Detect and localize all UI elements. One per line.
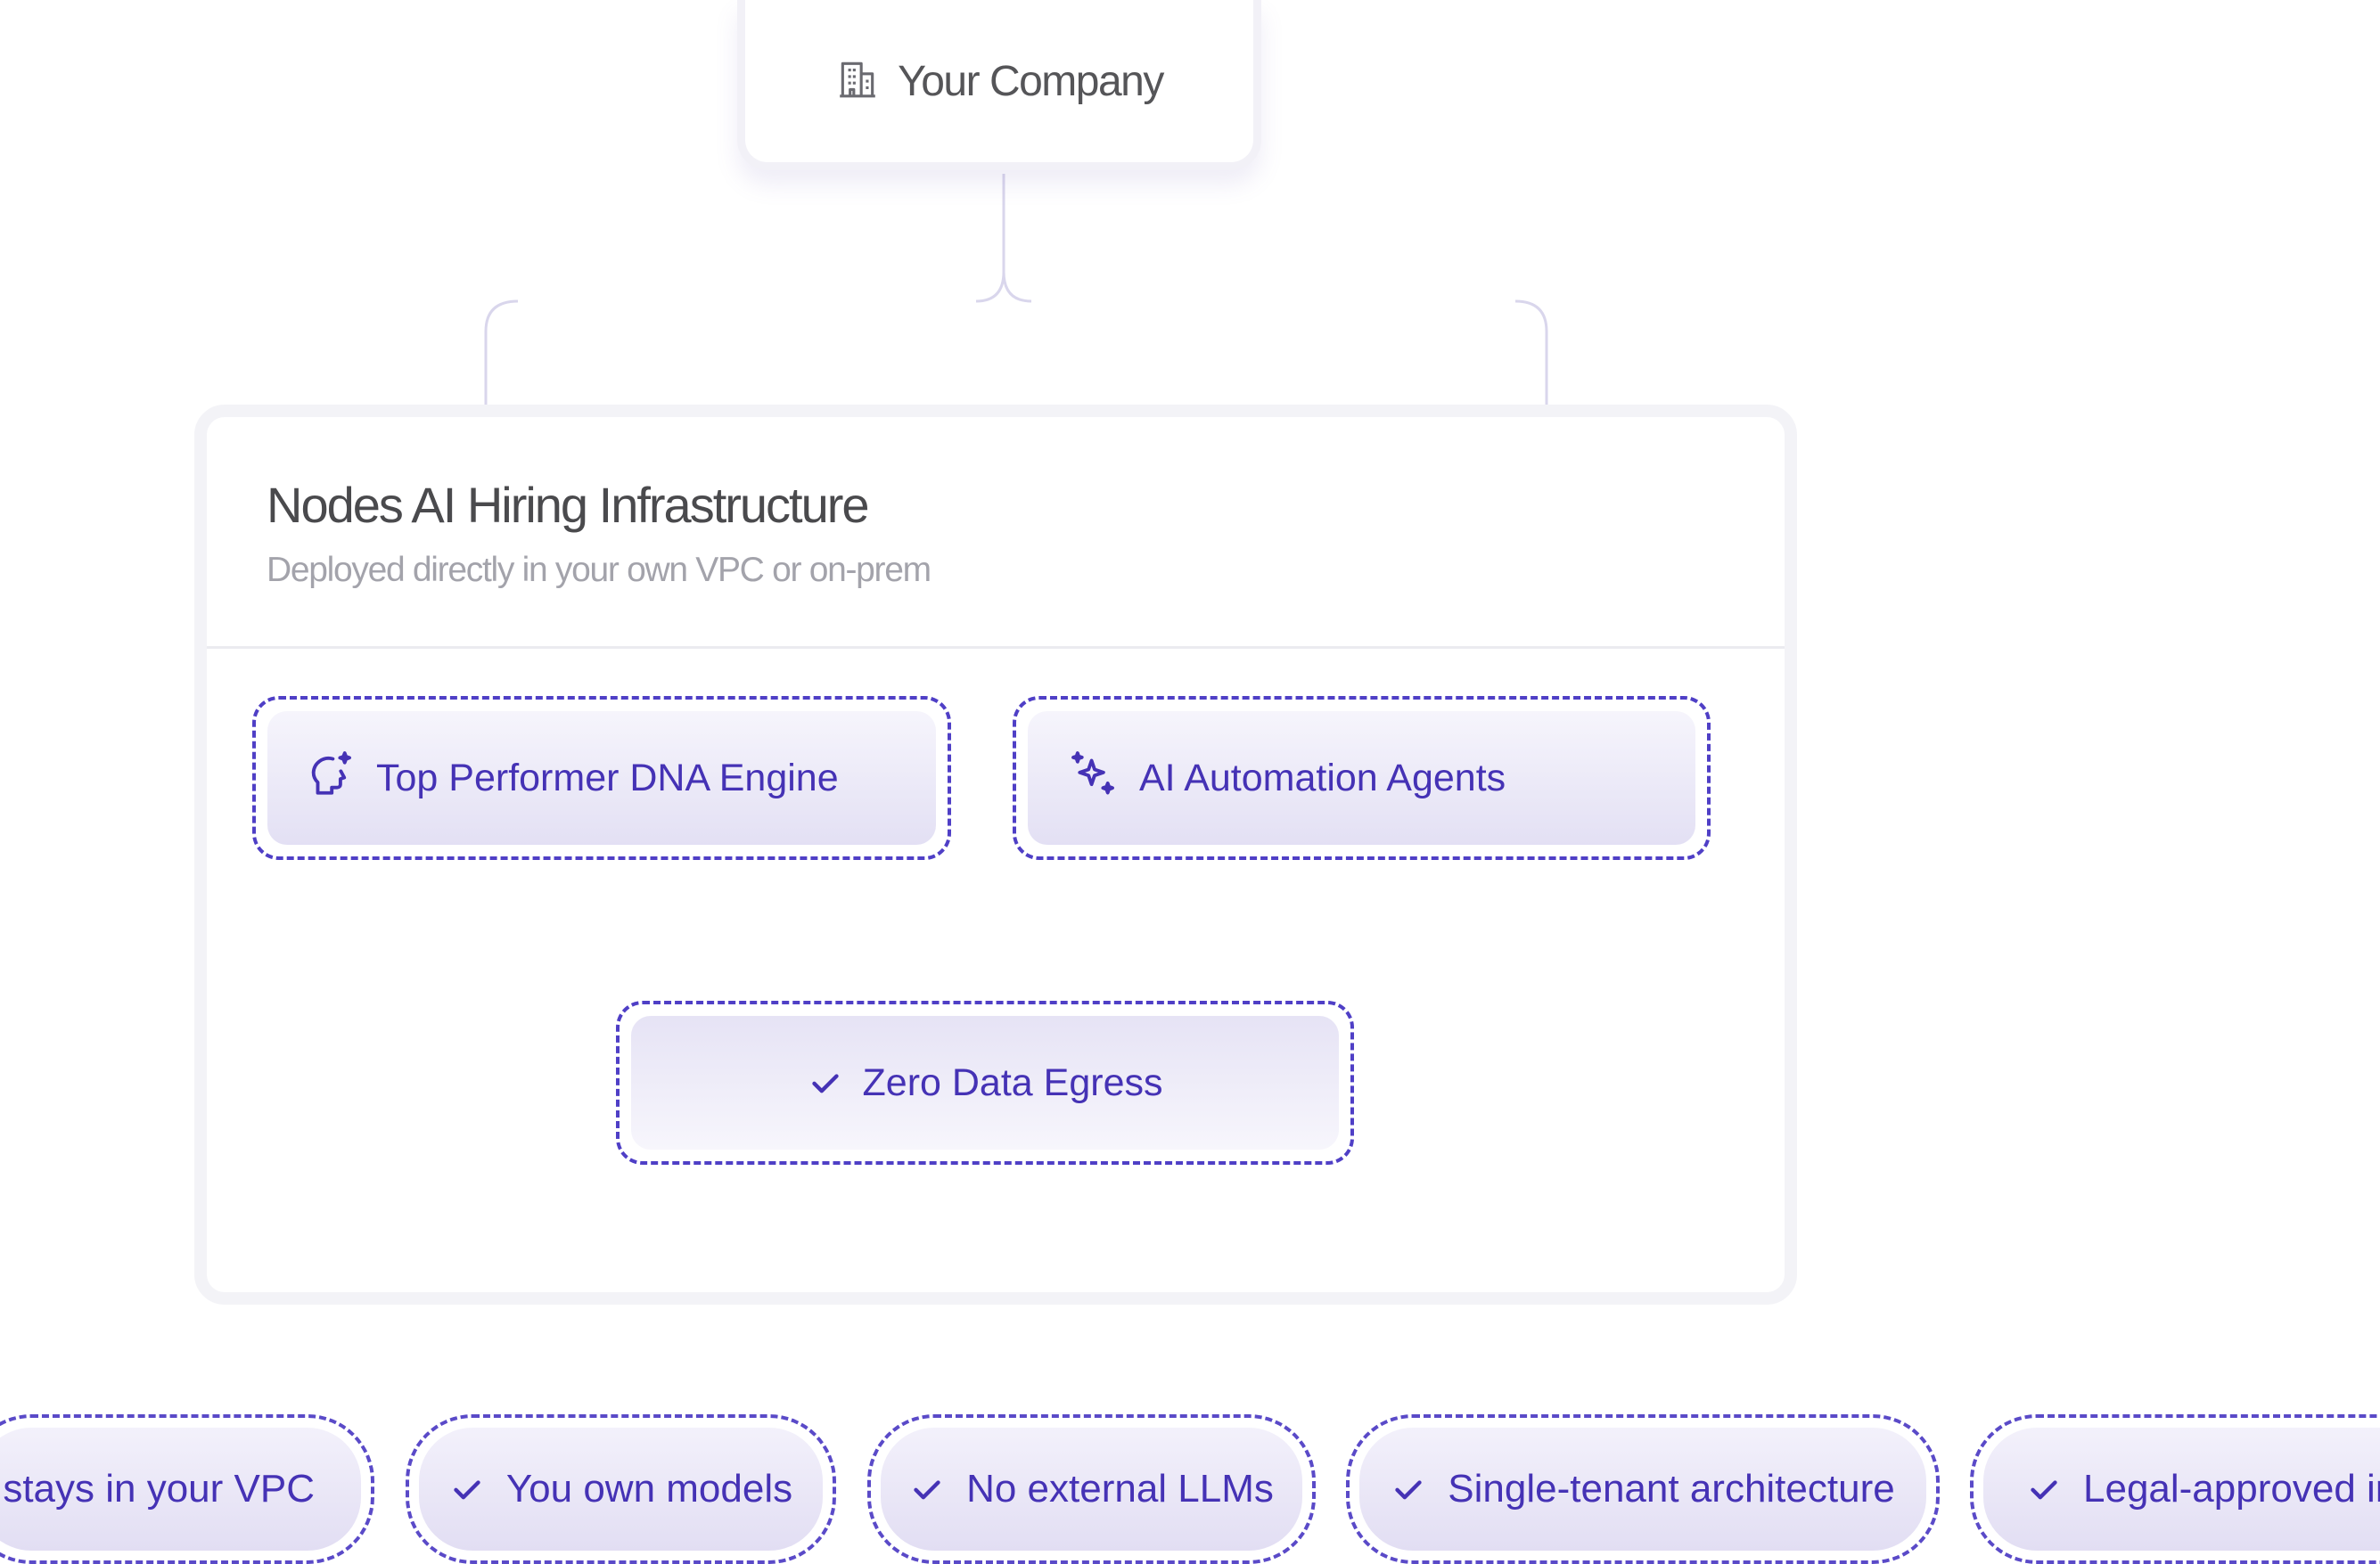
badge-data-stays-vpc: a stays in your VPC bbox=[0, 1414, 374, 1564]
ai-agents-label: AI Automation Agents bbox=[1139, 756, 1506, 799]
head-sparkle-icon bbox=[305, 748, 357, 809]
infrastructure-panel: Nodes AI Hiring Infrastructure Deployed … bbox=[194, 405, 1797, 1305]
badge-legal-approved: Legal-approved in bbox=[1970, 1414, 2380, 1564]
badge-label: Legal-approved in bbox=[2083, 1467, 2380, 1511]
check-icon bbox=[811, 1074, 839, 1093]
dna-engine-box: Top Performer DNA Engine bbox=[252, 696, 951, 860]
ai-agents-box: AI Automation Agents bbox=[1013, 696, 1711, 860]
dna-engine-pill: Top Performer DNA Engine bbox=[267, 711, 936, 845]
check-icon bbox=[2031, 1480, 2057, 1500]
panel-divider bbox=[207, 646, 1785, 649]
zero-data-egress-pill: Zero Data Egress bbox=[631, 1016, 1339, 1150]
sparkles-icon bbox=[1068, 748, 1120, 809]
badge-no-external-llms: No external LLMs bbox=[867, 1414, 1316, 1564]
company-label: Your Company bbox=[898, 57, 1164, 105]
company-connector bbox=[484, 174, 1548, 405]
badge-label: You own models bbox=[505, 1467, 793, 1511]
check-icon bbox=[1395, 1480, 1422, 1500]
check-icon bbox=[454, 1480, 480, 1500]
badge-label: Single-tenant architecture bbox=[1448, 1467, 1895, 1511]
badge-label: a stays in your VPC bbox=[0, 1467, 315, 1511]
badge-own-models: You own models bbox=[406, 1414, 836, 1564]
check-icon bbox=[914, 1480, 940, 1500]
panel-subtitle: Deployed directly in your own VPC or on-… bbox=[267, 551, 931, 589]
dna-engine-label: Top Performer DNA Engine bbox=[376, 756, 839, 799]
ai-agents-pill: AI Automation Agents bbox=[1028, 711, 1695, 845]
building-icon bbox=[835, 57, 880, 106]
zero-data-egress-box: Zero Data Egress bbox=[616, 1001, 1354, 1165]
badge-single-tenant: Single-tenant architecture bbox=[1346, 1414, 1940, 1564]
zero-data-egress-label: Zero Data Egress bbox=[862, 1060, 1163, 1104]
badge-label: No external LLMs bbox=[966, 1467, 1274, 1511]
panel-title: Nodes AI Hiring Infrastructure bbox=[267, 477, 870, 533]
company-card: Your Company bbox=[737, 0, 1261, 170]
